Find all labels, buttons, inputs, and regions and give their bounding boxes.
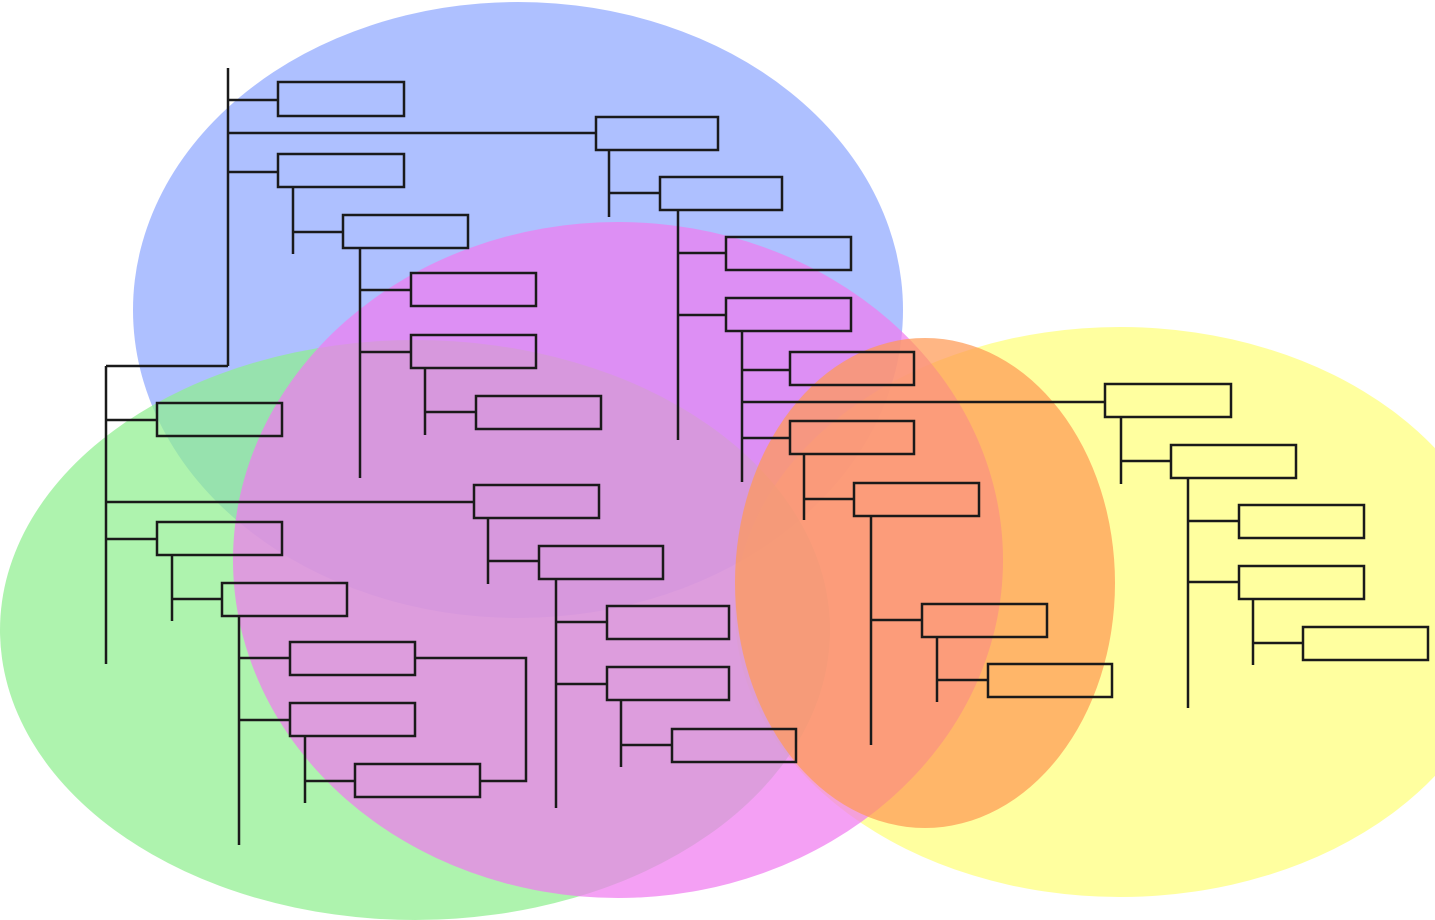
connector-layer (104, 68, 1303, 845)
tree-node (155, 520, 284, 557)
tree-node (409, 333, 538, 370)
tree-node (594, 115, 720, 152)
tree-node (409, 271, 538, 308)
tree-node (341, 213, 470, 250)
tree-node (472, 483, 601, 520)
tree-node (605, 665, 731, 702)
tree-node (658, 175, 784, 212)
tree-node (276, 80, 406, 118)
tree-node (788, 419, 916, 456)
tree-node (1169, 443, 1298, 480)
tree-node (920, 602, 1049, 639)
tree-node (1237, 503, 1366, 540)
node-layer (155, 80, 1430, 799)
connector-line (415, 656, 528, 783)
tree-node (353, 762, 482, 799)
tree-node (1103, 382, 1233, 419)
tree-node (724, 235, 853, 272)
tree-node (605, 604, 731, 641)
tree-node (474, 394, 603, 431)
orange-region (735, 338, 1115, 828)
tree-node (986, 662, 1114, 699)
tree-node (788, 350, 916, 387)
tree-node (276, 152, 406, 189)
tree-node (724, 296, 853, 333)
tree-node (1301, 625, 1430, 662)
tree-node (288, 701, 417, 738)
tree-node (288, 640, 417, 677)
tree-node (852, 481, 981, 518)
tree-node (155, 401, 284, 438)
tree-node (1237, 564, 1366, 601)
tree-node (670, 727, 798, 764)
tree-node (537, 544, 665, 581)
tree-node (220, 581, 349, 618)
